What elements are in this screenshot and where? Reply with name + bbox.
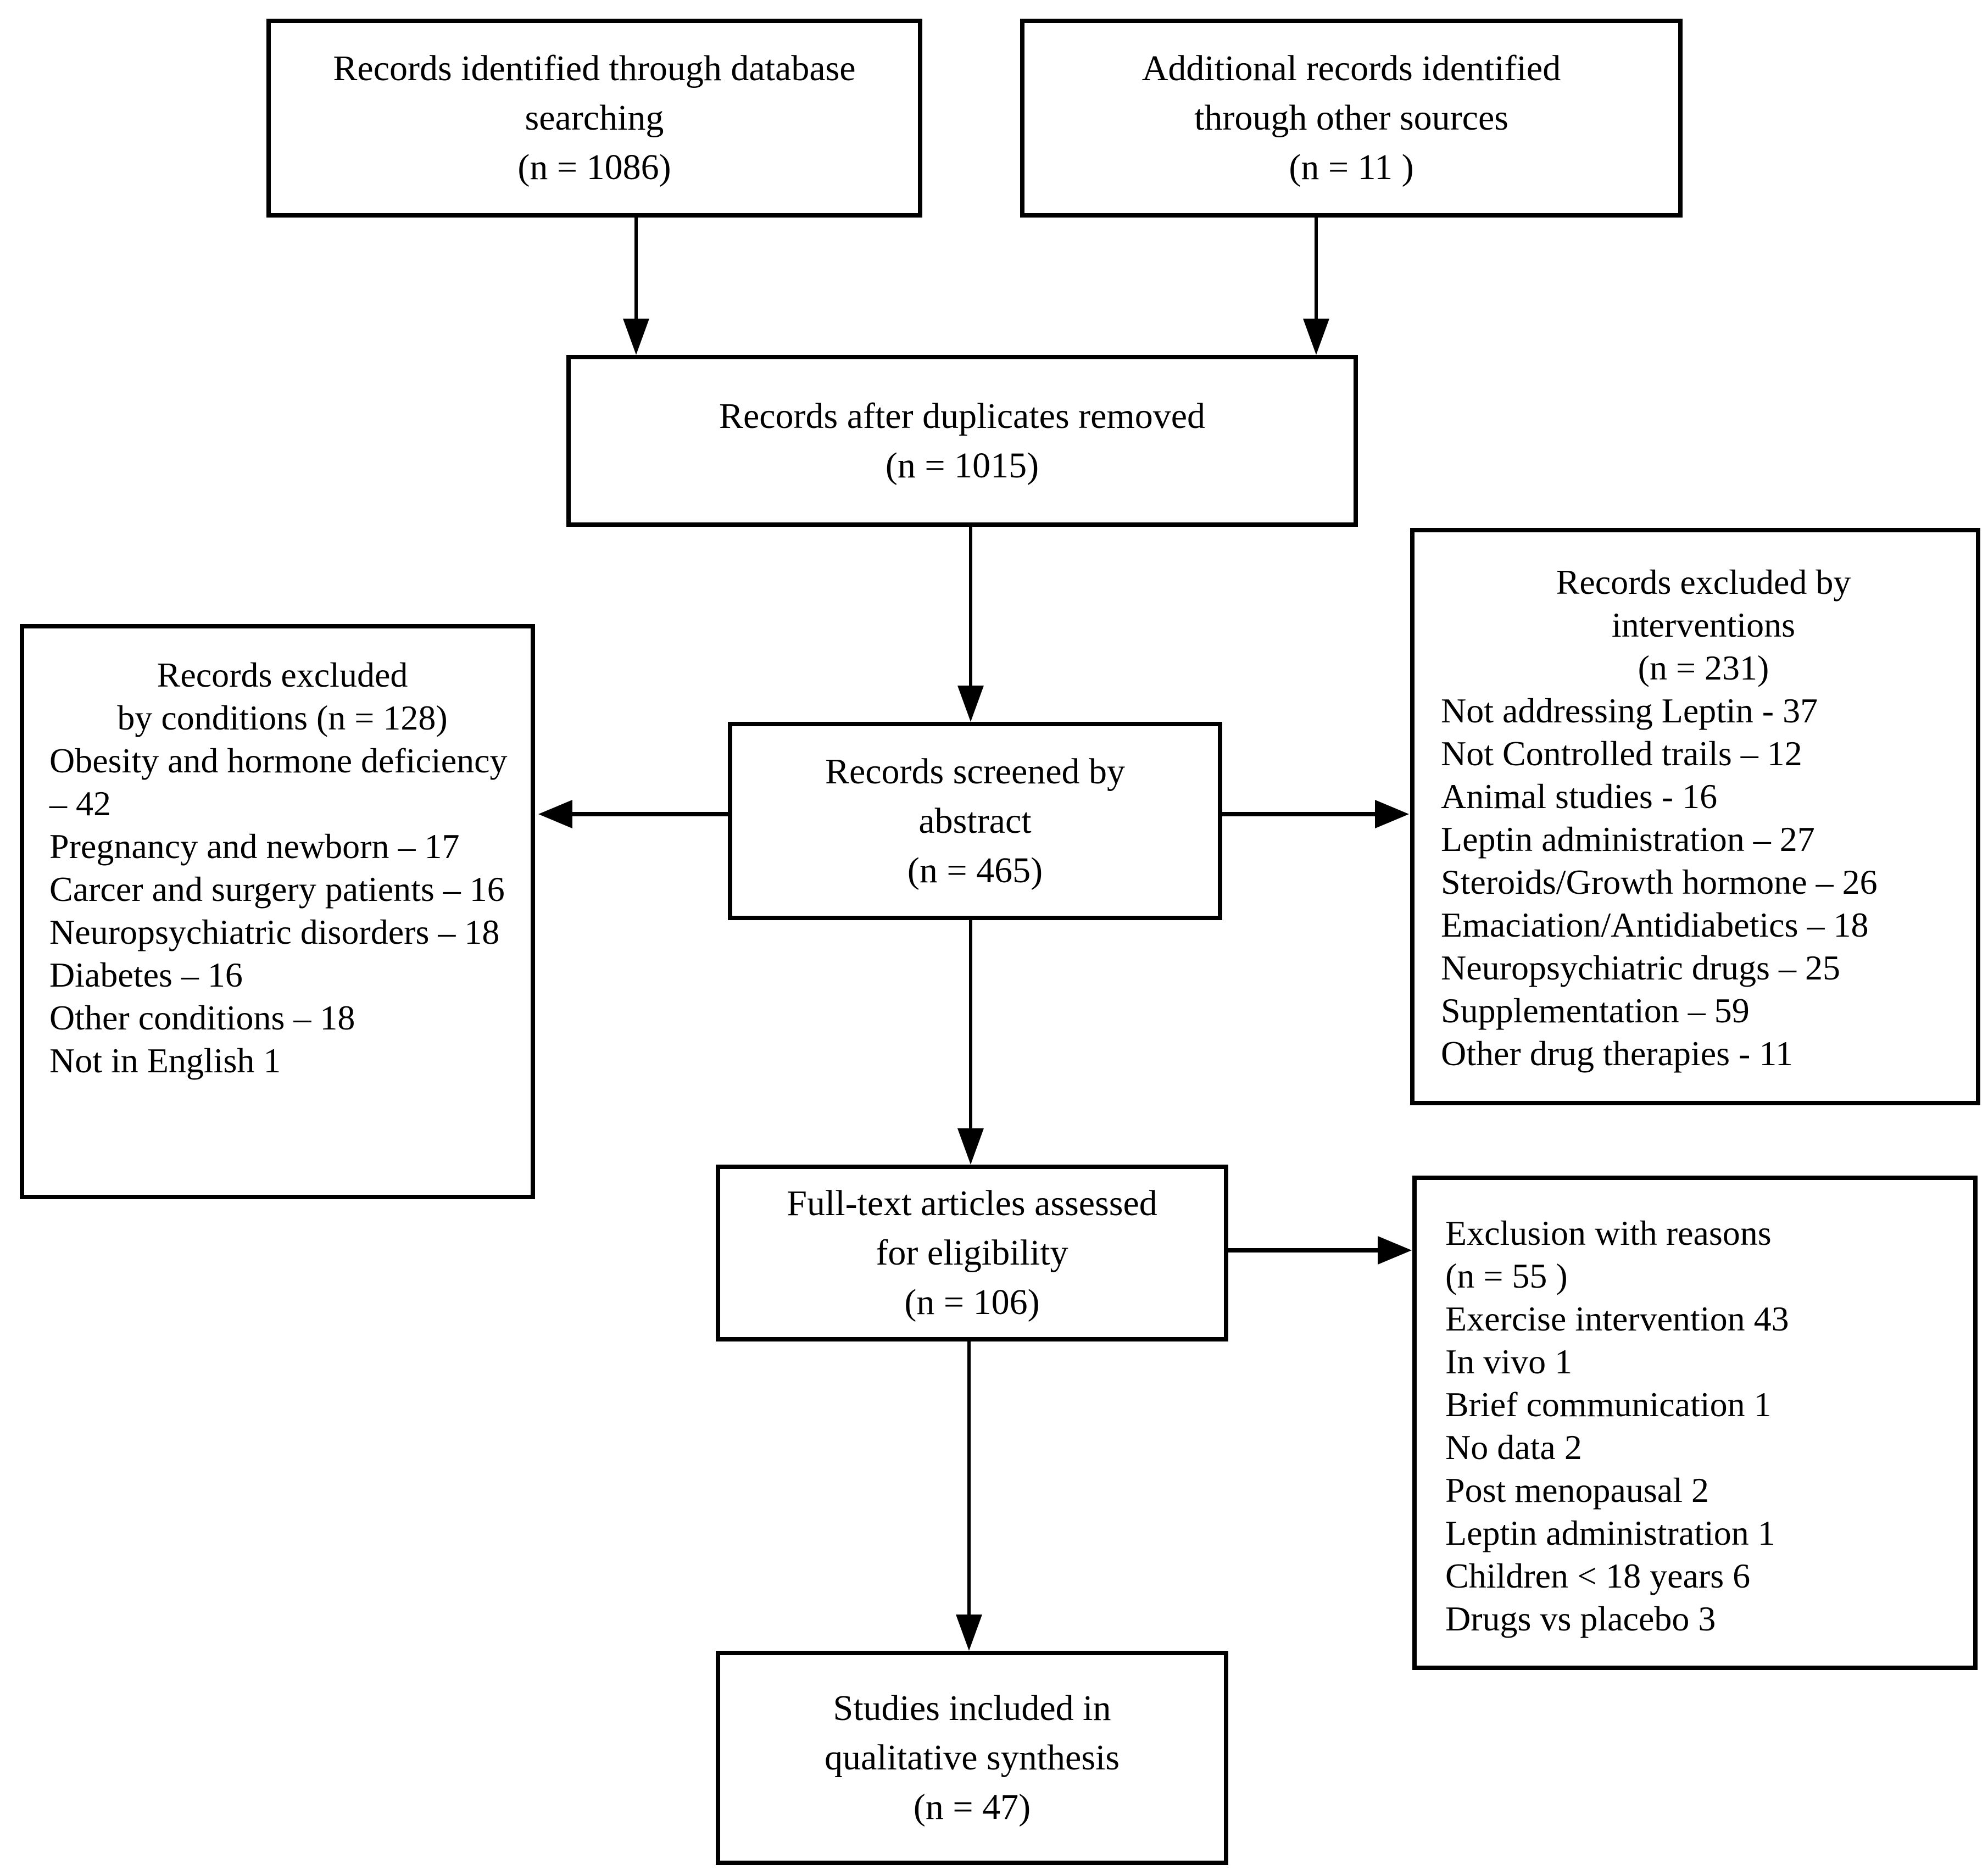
box-header-line: Records excluded — [157, 655, 408, 694]
box-text-line: (n = 47) — [913, 1787, 1031, 1827]
arrow-line — [571, 812, 728, 816]
list-item: Pregnancy and newborn – 17 — [49, 827, 460, 866]
list-item: Leptin administration 1 — [1445, 1513, 1775, 1552]
box-text-line: through other sources — [1194, 98, 1508, 138]
arrowhead-down-icon — [956, 1615, 982, 1651]
list-item: In vivo 1 — [1445, 1342, 1573, 1381]
list-item: Neuropsychiatric drugs – 25 — [1441, 948, 1840, 987]
list-item: Children < 18 years 6 — [1445, 1556, 1751, 1595]
box-text-line: (n = 11 ) — [1289, 147, 1414, 187]
box-text-line: Records identified through database — [333, 48, 856, 88]
box-excluded-by-conditions: Records excluded by conditions (n = 128)… — [20, 624, 535, 1199]
box-text-line: Full-text articles assessed — [787, 1183, 1157, 1223]
arrowhead-right-icon — [1375, 800, 1409, 828]
arrowhead-right-icon — [1378, 1236, 1412, 1265]
list-item: Obesity and hormone deficiency – 42 — [49, 741, 508, 823]
list-item: Not Controlled trails – 12 — [1441, 734, 1802, 773]
arrowhead-down-icon — [957, 1128, 984, 1165]
box-header-line: Exclusion with reasons — [1445, 1213, 1772, 1252]
arrow-line — [967, 1341, 971, 1616]
box-text-line: qualitative synthesis — [824, 1738, 1120, 1778]
list-item: Not in English 1 — [49, 1041, 281, 1080]
box-exclusion-with-reasons: Exclusion with reasons (n = 55 ) Exercis… — [1412, 1176, 1978, 1670]
arrowhead-down-icon — [1303, 319, 1329, 355]
list-item: Carcer and surgery patients – 16 — [49, 870, 505, 909]
list-item: Diabetes – 16 — [49, 955, 243, 994]
list-item: Leptin administration – 27 — [1441, 820, 1815, 859]
box-duplicates-removed: Records after duplicates removed (n = 10… — [566, 355, 1358, 527]
list-item: Brief communication 1 — [1445, 1385, 1772, 1424]
box-text-line: (n = 106) — [904, 1282, 1040, 1322]
box-text-line: (n = 465) — [907, 850, 1043, 890]
box-text-line: searching — [525, 98, 664, 138]
list-item: Neuropsychiatric disorders – 18 — [49, 912, 500, 951]
arrow-line — [969, 527, 972, 688]
arrow-line — [1315, 218, 1318, 323]
box-excluded-by-interventions: Records excluded by interventions (n = 2… — [1410, 528, 1980, 1105]
box-text-line: for eligibility — [876, 1233, 1068, 1273]
arrow-line — [1228, 1248, 1379, 1252]
box-header-line: (n = 55 ) — [1445, 1256, 1568, 1295]
box-header-line: interventions — [1611, 605, 1796, 644]
box-text-line: (n = 1086) — [517, 147, 671, 187]
box-text-line: Records screened by — [825, 751, 1126, 792]
list-item: No data 2 — [1445, 1428, 1582, 1467]
arrow-line — [1222, 812, 1377, 816]
arrow-line — [634, 218, 638, 323]
list-item: Animal studies - 16 — [1441, 777, 1718, 816]
box-records-screened: Records screened by abstract (n = 465) — [728, 722, 1222, 920]
list-item: Emaciation/Antidiabetics – 18 — [1441, 905, 1869, 944]
arrowhead-down-icon — [623, 319, 649, 355]
box-header-line: by conditions (n = 128) — [117, 698, 448, 737]
box-fulltext-assessed: Full-text articles assessed for eligibil… — [716, 1165, 1228, 1341]
box-records-identified: Records identified through database sear… — [266, 19, 922, 218]
list-item: Other conditions – 18 — [49, 998, 355, 1037]
box-header-line: (n = 231) — [1638, 648, 1769, 687]
box-text-line: Records after duplicates removed — [719, 396, 1206, 436]
arrowhead-left-icon — [538, 800, 572, 828]
box-header-line: Records excluded by — [1556, 563, 1851, 602]
box-studies-included: Studies included in qualitative synthesi… — [716, 1651, 1228, 1865]
list-item: Exercise intervention 43 — [1445, 1299, 1789, 1338]
list-item: Not addressing Leptin - 37 — [1441, 691, 1818, 730]
box-text-line: Studies included in — [833, 1688, 1111, 1728]
list-item: Steroids/Growth hormone – 26 — [1441, 862, 1878, 901]
arrow-line — [969, 920, 972, 1131]
list-item: Drugs vs placebo 3 — [1445, 1599, 1716, 1638]
list-item: Supplementation – 59 — [1441, 991, 1750, 1030]
list-item: Other drug therapies - 11 — [1441, 1034, 1793, 1073]
box-text-line: (n = 1015) — [885, 445, 1039, 486]
list-item: Post menopausal 2 — [1445, 1471, 1709, 1510]
box-text-line: Additional records identified — [1141, 48, 1561, 88]
box-additional-records: Additional records identified through ot… — [1020, 19, 1683, 218]
arrowhead-down-icon — [957, 686, 984, 722]
box-text-line: abstract — [918, 800, 1032, 841]
